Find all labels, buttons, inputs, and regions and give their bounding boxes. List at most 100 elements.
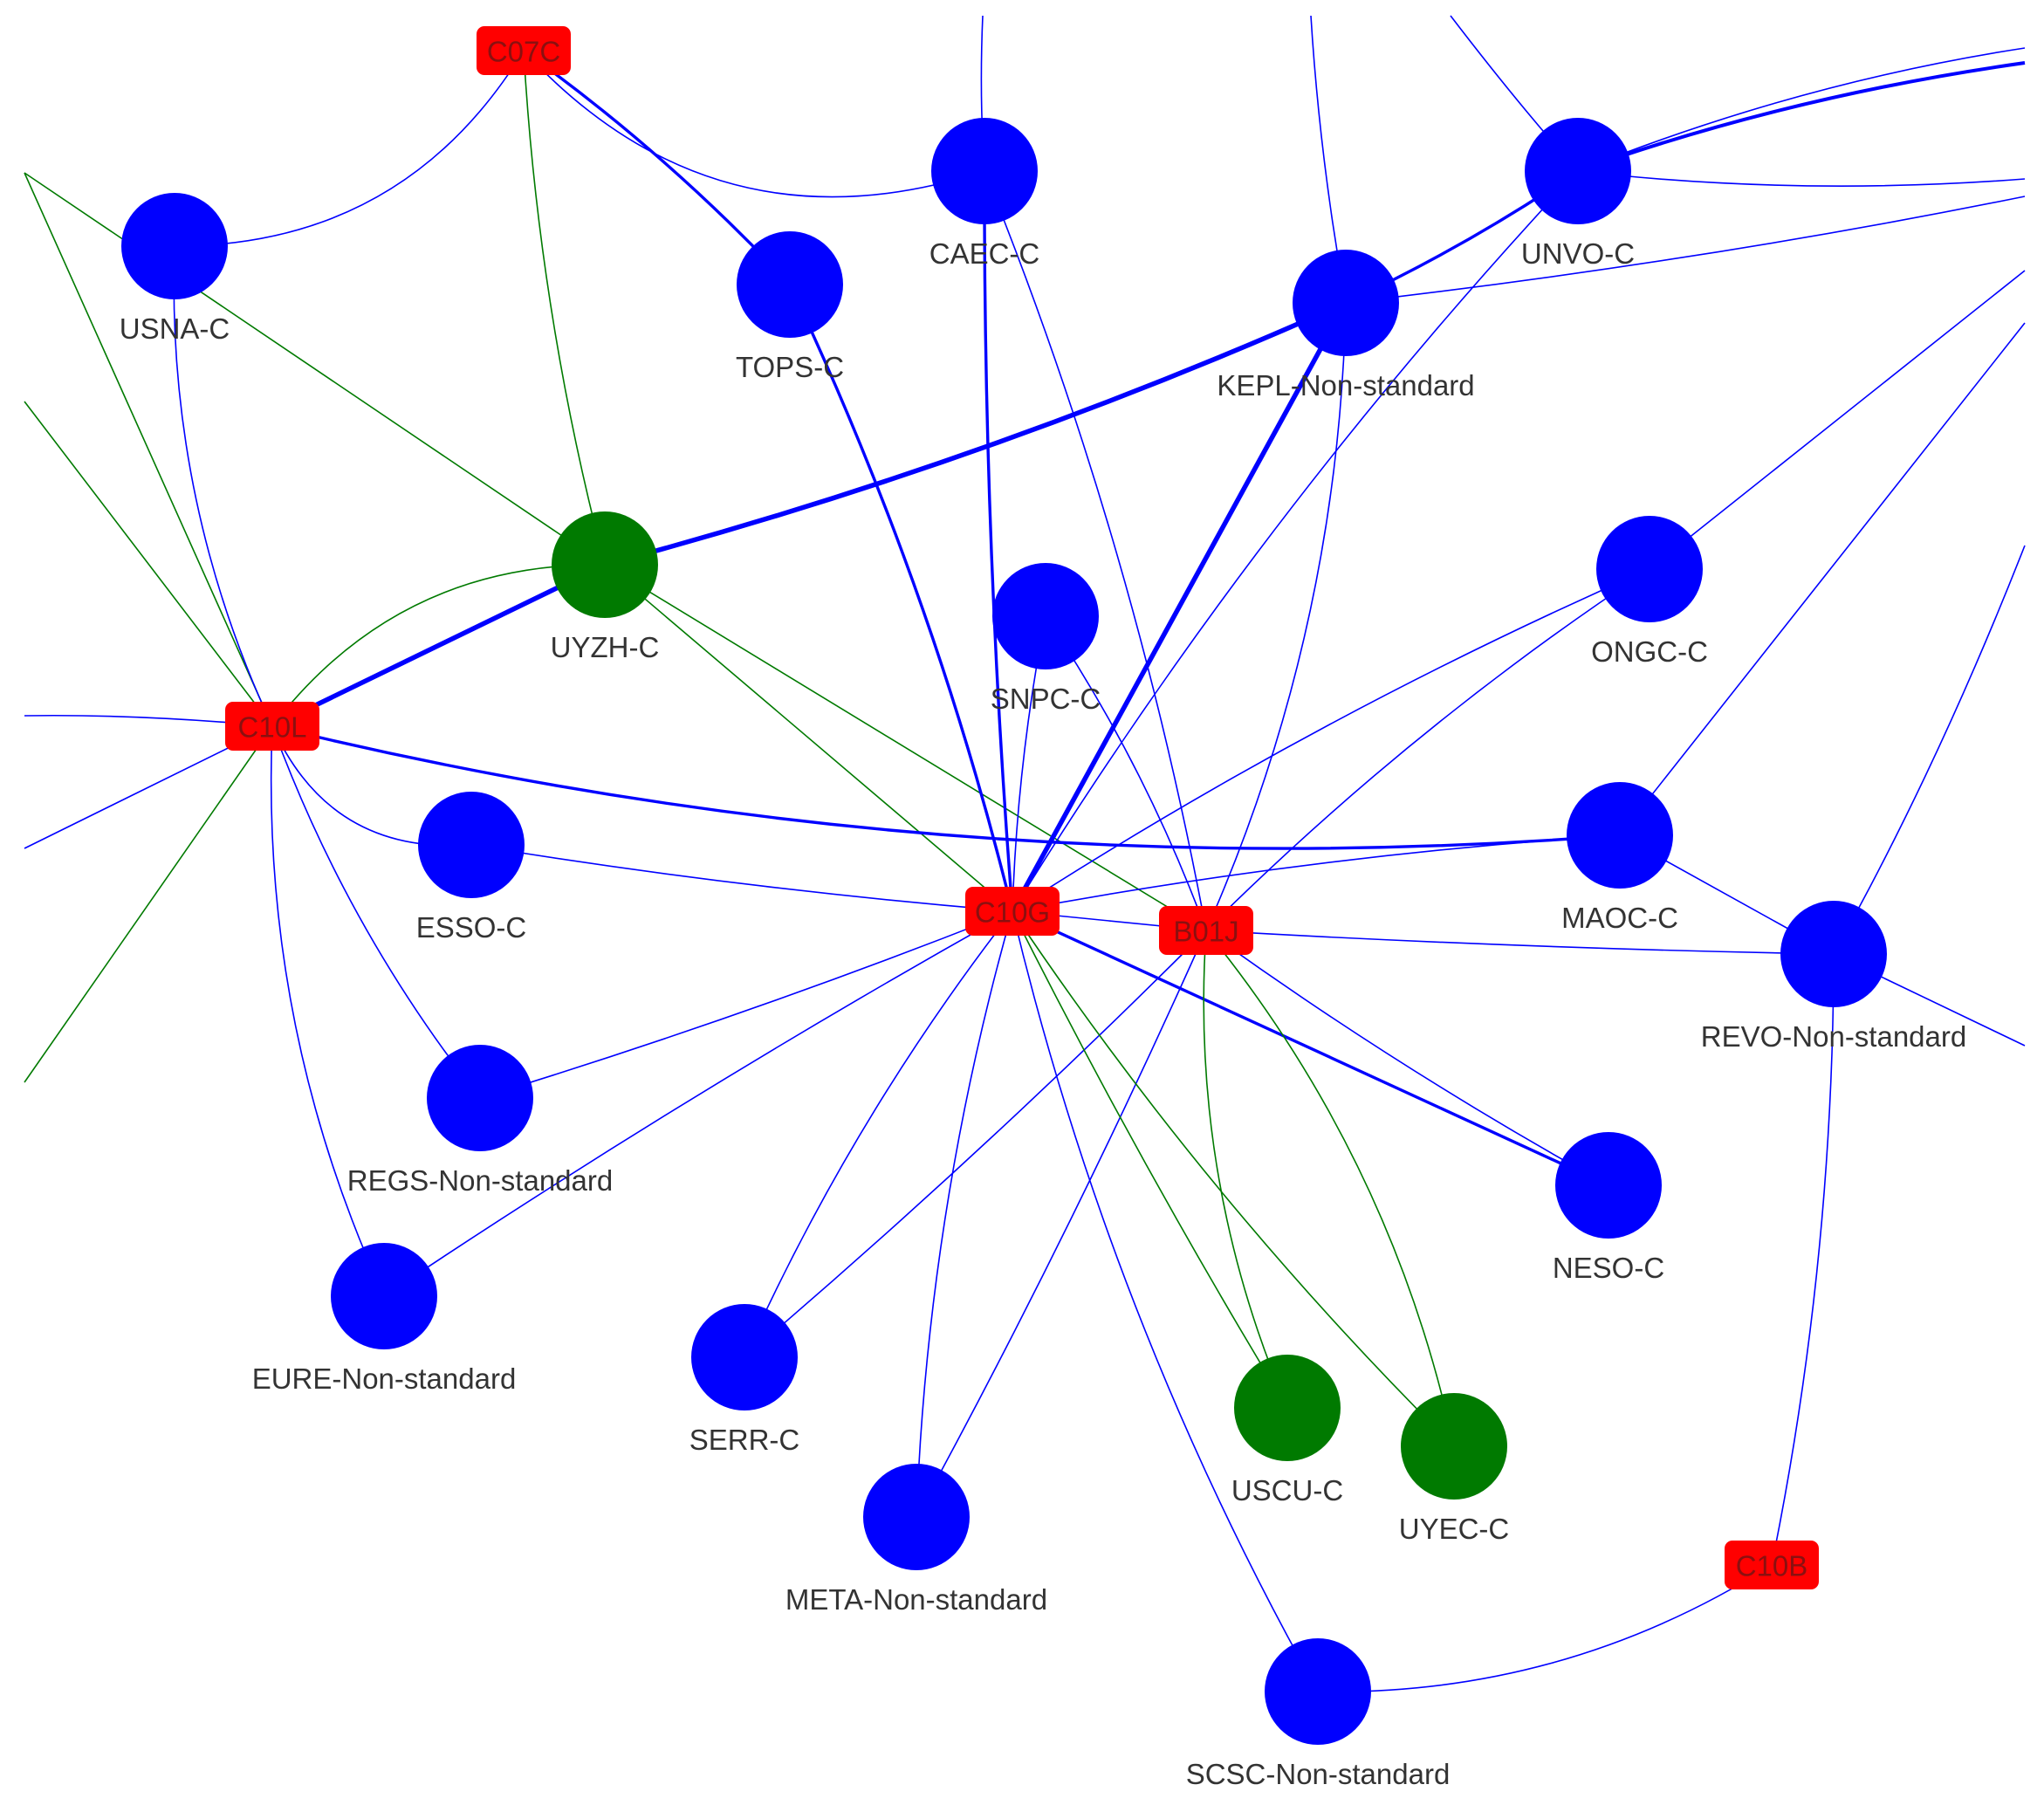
node-eure[interactable]: EURE-Non-standard: [252, 1243, 517, 1395]
node-layer: C07C C10L C10G B01J C10B USNA-C TOPS-C CAEC-C KE…: [120, 26, 1966, 1790]
node-c07c[interactable]: C07C: [477, 26, 571, 75]
edge-uyzh-b01j-green: [604, 564, 1207, 931]
edge-b01j-neso: [1205, 930, 1609, 1186]
node-label: C10B: [1736, 1550, 1808, 1582]
node-label: TOPS-C: [736, 351, 844, 383]
edge-usna-c10l: [173, 245, 273, 727]
node-snpc[interactable]: SNPC-C: [991, 563, 1101, 715]
edge-tops-c10g: [788, 284, 1014, 912]
edge-c10l-eure: [270, 725, 385, 1297]
node-tops[interactable]: TOPS-C: [736, 231, 844, 383]
node-neso[interactable]: NESO-C: [1553, 1132, 1664, 1284]
edge-c07c-usna: [174, 50, 525, 247]
edge-c10g-uscu-green: [1012, 910, 1288, 1409]
edge-caec-b01j: [984, 170, 1207, 931]
edge-c10g-scsc: [1012, 910, 1319, 1692]
node-label: MAOC-C: [1561, 902, 1678, 934]
edge-c10b-scsc: [1317, 1564, 1773, 1692]
node-box: [225, 702, 319, 751]
node-meta[interactable]: META-Non-standard: [785, 1464, 1047, 1616]
node-dot: [992, 563, 1099, 669]
edge-c10g-uyec-green: [1012, 910, 1455, 1447]
node-label: USNA-C: [120, 312, 230, 345]
node-label: SERR-C: [689, 1424, 800, 1456]
node-dot: [552, 511, 658, 618]
edge-offscreen-16: [1833, 545, 2026, 955]
edge-unvo-c10g: [1012, 170, 1579, 912]
edge-offscreen-3: [24, 725, 273, 1083]
edge-offscreen-6: [24, 172, 606, 566]
node-label: SNPC-C: [991, 683, 1101, 715]
node-dot: [931, 118, 1038, 224]
node-c10b[interactable]: C10B: [1725, 1541, 1819, 1589]
edge-offscreen-11: [1577, 47, 2026, 172]
edge-eure-c10g: [383, 910, 1013, 1297]
edge-c10g-neso: [1012, 909, 1609, 1187]
node-uyzh[interactable]: UYZH-C: [551, 511, 660, 663]
edge-c07c-caec: [523, 50, 985, 198]
edge-ongc-c10g: [1012, 568, 1650, 912]
node-c10l[interactable]: C10L: [225, 702, 319, 751]
node-label: UYZH-C: [551, 631, 660, 663]
edge-c10l-maoc: [271, 724, 1621, 850]
node-dot: [1567, 782, 1673, 889]
node-dot: [1596, 516, 1703, 622]
node-esso[interactable]: ESSO-C: [416, 792, 527, 944]
edge-c07c-uyzh-green: [523, 50, 606, 566]
edge-kepl-c10g: [1010, 301, 1348, 913]
node-usna[interactable]: USNA-C: [120, 193, 230, 345]
edge-c10l-uyzh-green: [271, 564, 606, 727]
offscreen-edge-stubs: [24, 15, 2026, 1083]
edge-kepl-b01j: [1205, 302, 1347, 931]
node-label: ONGC-C: [1591, 635, 1708, 668]
node-dot: [1525, 118, 1631, 224]
node-dot: [737, 231, 843, 338]
node-maoc[interactable]: MAOC-C: [1561, 782, 1678, 934]
edge-regs-c10g: [479, 910, 1013, 1099]
node-box: [477, 26, 571, 75]
edge-b01j-uscu-green: [1203, 930, 1288, 1409]
node-scsc[interactable]: SCSC-Non-standard: [1186, 1638, 1451, 1790]
node-revo[interactable]: REVO-Non-standard: [1701, 901, 1966, 1053]
node-dot: [1234, 1355, 1341, 1461]
node-label: SCSC-Non-standard: [1186, 1758, 1451, 1790]
node-ongc[interactable]: ONGC-C: [1591, 516, 1708, 668]
node-kepl[interactable]: KEPL-Non-standard: [1217, 250, 1475, 402]
edge-esso-c10g: [470, 844, 1013, 912]
node-c10g[interactable]: C10G: [965, 887, 1060, 936]
node-dot: [331, 1243, 437, 1349]
edge-offscreen-12: [1577, 170, 2026, 187]
node-dot: [691, 1304, 798, 1410]
node-dot: [427, 1045, 533, 1151]
edge-offscreen-2: [24, 401, 273, 727]
node-label: REVO-Non-standard: [1701, 1020, 1966, 1053]
node-dot: [1555, 1132, 1662, 1239]
edge-maoc-c10g: [1012, 834, 1621, 912]
edge-serr-b01j: [744, 930, 1207, 1358]
node-unvo[interactable]: UNVO-C: [1521, 118, 1635, 270]
edge-layer: [173, 49, 1835, 1692]
node-label: ESSO-C: [416, 911, 527, 944]
edge-offscreen-15: [1619, 322, 2026, 836]
node-label: B01J: [1173, 916, 1238, 948]
edge-offscreen-14: [1649, 270, 2026, 570]
edge-uyzh-c10g-green: [604, 564, 1013, 912]
node-b01j[interactable]: B01J: [1159, 906, 1253, 955]
edge-meta-b01j: [916, 930, 1207, 1518]
edge-meta-c10g: [916, 910, 1013, 1518]
node-regs[interactable]: REGS-Non-standard: [347, 1045, 613, 1197]
node-uscu[interactable]: USCU-C: [1231, 1355, 1343, 1507]
node-label: UNVO-C: [1521, 237, 1635, 270]
edge-offscreen-1: [24, 172, 273, 727]
node-label: CAEC-C: [929, 237, 1040, 270]
node-uyec[interactable]: UYEC-C: [1399, 1393, 1510, 1545]
node-dot: [1401, 1393, 1507, 1500]
node-label: C07C: [487, 36, 560, 68]
node-label: REGS-Non-standard: [347, 1164, 613, 1197]
node-dot: [121, 193, 228, 299]
node-serr[interactable]: SERR-C: [689, 1304, 800, 1456]
edge-uyzh-kepl: [604, 300, 1348, 567]
node-label: META-Non-standard: [785, 1583, 1047, 1616]
node-caec[interactable]: CAEC-C: [929, 118, 1040, 270]
